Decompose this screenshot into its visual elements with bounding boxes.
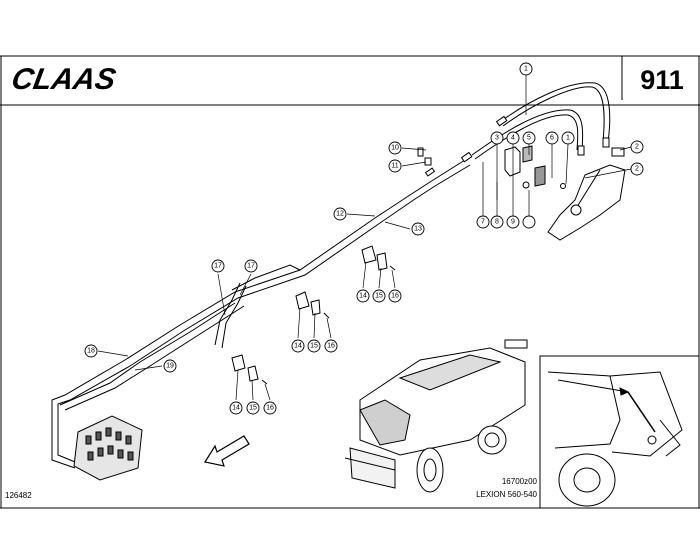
clip-group-middle	[295, 291, 330, 319]
callout-11: 11	[391, 163, 398, 170]
callout-9: 9	[511, 219, 515, 226]
hydraulic-lines	[51, 82, 611, 469]
callout-bubbles	[84, 62, 644, 415]
callout-12: 12	[336, 211, 344, 218]
callout-2-upper: 2	[635, 144, 639, 151]
callout-2-lower: 2	[635, 166, 639, 173]
callout-6: 6	[550, 135, 554, 142]
callout-17-left: 17	[214, 263, 222, 270]
callout-3: 3	[495, 135, 499, 142]
callout-1-top: 1	[524, 66, 528, 73]
direction-arrow-icon	[204, 435, 250, 467]
callout-leaders	[97, 75, 632, 401]
combine-harvester-illustration	[344, 339, 528, 493]
brand-logo: CLAAS	[9, 63, 118, 96]
callout-14-middle: 14	[294, 343, 302, 350]
callout-7: 7	[481, 219, 485, 226]
callout-16-lower: 16	[266, 405, 274, 412]
callout-labels: 1 2 2 3 4 5 6 1 7 8 9 10 11 12 13 14 15 …	[87, 66, 639, 412]
callout-8: 8	[495, 219, 499, 226]
callout-1-bottom: 1	[566, 135, 570, 142]
callout-14-upper: 14	[359, 293, 367, 300]
page-number: 911	[640, 65, 684, 95]
callout-17-right: 17	[247, 263, 255, 270]
cylinder-mount	[547, 147, 626, 241]
model-name: LEXION 560-540	[476, 490, 537, 499]
inset-detail	[539, 355, 700, 509]
control-valve-block	[73, 415, 143, 481]
callout-5: 5	[527, 135, 531, 142]
callout-19: 19	[166, 363, 174, 370]
callout-15-middle: 15	[310, 343, 318, 350]
model-code: 16700z00	[502, 477, 538, 486]
clip-group-lower	[231, 354, 268, 385]
clip-group-upper	[361, 245, 396, 271]
line-fittings	[417, 115, 610, 177]
callout-13: 13	[414, 226, 422, 233]
callout-15-lower: 15	[249, 405, 257, 412]
callout-10: 10	[391, 145, 399, 152]
callout-4: 4	[511, 135, 515, 142]
clamp-bracket	[504, 145, 566, 189]
callout-15-upper: 15	[375, 293, 383, 300]
callout-14-lower: 14	[232, 405, 240, 412]
callout-16-middle: 16	[327, 343, 335, 350]
callout-18: 18	[87, 348, 95, 355]
page-frame	[0, 55, 700, 509]
callout-16-upper: 16	[391, 293, 399, 300]
drawing-number: 126482	[5, 491, 32, 500]
